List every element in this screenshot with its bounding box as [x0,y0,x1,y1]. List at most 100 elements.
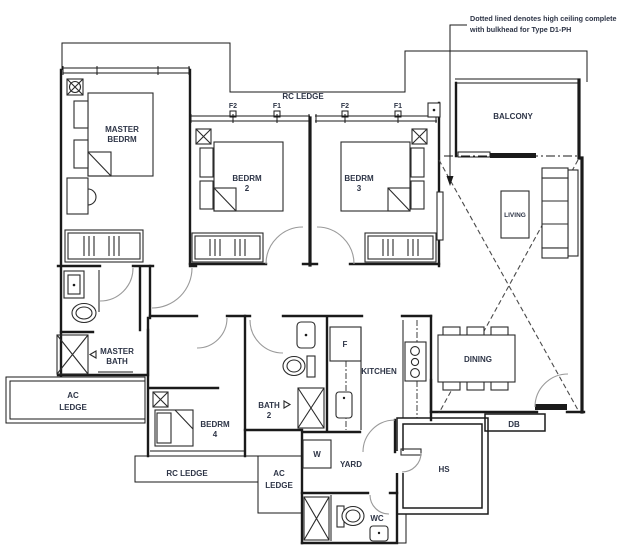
door-arcs [99,226,397,515]
bedside-table [410,180,425,210]
window-post-f1a [273,110,281,118]
svg-text:BATH: BATH [106,357,128,366]
bedroom3-label: BEDRM [344,174,374,183]
master-bath-label: MASTER [100,347,134,356]
rc-ledge-top-label: RC LEDGE [282,92,324,101]
wc-door [369,494,390,515]
wc-label: WC [370,514,384,523]
db-label: DB [508,420,520,429]
hob [404,341,427,382]
balcony-label: BALCONY [493,112,533,121]
balcony-sliding-door [427,102,579,158]
window-tag-f1b: F1 [394,103,402,110]
master-bath-fixtures [56,270,97,375]
svg-text:3: 3 [357,184,362,193]
household-shelter [395,417,489,515]
bedside-table [199,147,214,178]
master-bed [87,92,154,177]
coffee-table [500,190,530,239]
wardrobe [191,232,264,263]
master-bedroom-window [62,66,190,75]
labels: Dotted lined denotes high ceiling comple… [59,14,616,523]
kitchen-label: KITCHEN [361,367,397,376]
toilet [282,355,316,378]
sofa [541,167,579,259]
bedroom4-furniture [152,391,194,447]
annotation-line2: with bulkhead for Type D1-PH [469,25,571,34]
ac-ledge-left-label: AC [67,391,79,400]
hs-label: HS [438,465,450,474]
rc-ledge-bottom-label: RC LEDGE [166,469,208,478]
fridge [329,326,362,362]
window-post-f2a [229,110,237,118]
bath2-door [249,319,284,354]
bedroom4-door [196,317,228,349]
shower-marker-icon [88,350,97,359]
toilet [336,505,365,528]
master-bedroom-label: MASTER [105,125,139,134]
master-wardrobe [64,229,144,263]
bedroom4-window [150,450,245,457]
window-tag-f2b: F2 [341,103,349,110]
shower [303,496,330,541]
kitchen-fixtures [329,320,427,430]
window-post-f1b [394,110,402,118]
svg-text:2: 2 [267,411,272,420]
bedroom23-windows [190,114,437,123]
shower [56,334,89,375]
svg-text:4: 4 [213,430,218,439]
yard-wc-fixtures [302,439,389,542]
annotation-line1: Dotted lined denotes high ceiling comple… [470,14,617,23]
living-furniture [436,167,579,391]
svg-text:BEDRM: BEDRM [107,135,137,144]
shower [297,387,325,429]
bedroom4-label: BEDRM [200,420,230,429]
toilet [71,302,97,324]
bedroom2-label: BEDRM [232,174,262,183]
dining-table [437,334,516,383]
ac-ledge-mid-label: AC [273,469,285,478]
hs-door-leaf [400,448,422,456]
svg-text:LEDGE: LEDGE [59,403,87,412]
bath2-fixtures [282,321,325,429]
washer-label: W [313,450,321,459]
bedside-table [199,180,214,210]
stool [87,188,97,206]
master-bedroom-furniture [64,78,154,263]
ac-ledge-mid-outline [257,455,302,514]
yard-label: YARD [340,460,362,469]
annotation-leader [446,24,467,186]
bedroom3-furniture [340,128,437,263]
bedside-table [410,147,425,178]
yard-door [362,419,396,453]
wardrobe [364,232,437,263]
bedroom2-furniture [191,128,284,263]
window-post-f2b [341,110,349,118]
bedside-table [73,100,89,129]
living-label: LIVING [504,212,526,219]
dining-set [437,326,516,391]
svg-text:2: 2 [245,184,250,193]
bath2-label: BATH [258,401,280,410]
master-bath-door [99,267,134,302]
walls [56,68,586,545]
bedroom3-door [316,226,355,265]
bedroom2-door [265,226,304,265]
tv-console [436,191,444,241]
dresser [66,177,89,215]
master-bath-window [98,371,133,378]
bed [154,409,194,447]
bedside-table [73,139,89,169]
window-tag-f2a: F2 [229,103,237,110]
washer [302,439,332,469]
ac-ledge-left-outline [5,376,146,424]
fridge-label: F [343,340,348,349]
kitchen-sink [335,391,353,419]
window-tag-f1a: F1 [273,103,281,110]
svg-text:LEDGE: LEDGE [265,481,293,490]
entrance-door [534,373,569,410]
dining-label: DINING [464,355,492,364]
windows [62,66,437,457]
db-box [484,413,546,432]
